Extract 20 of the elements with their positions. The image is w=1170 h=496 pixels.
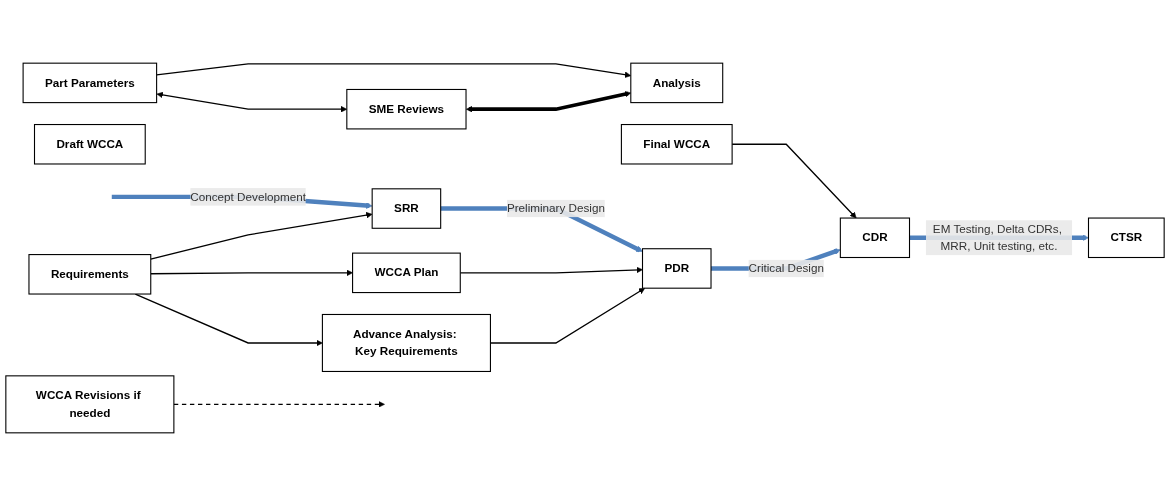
arrow [173,401,385,408]
node-box: Analysis [630,62,724,104]
node-box: SRR [371,188,442,229]
node-box: Advance Analysis: Key Requirements [321,313,491,373]
node-box: Final WCCA [620,124,733,165]
node-box: CTSR [1087,217,1165,259]
edge-label: EM Testing, Delta CDRs, MRR, Unit testing, etc. [932,222,1062,253]
arrow [150,212,373,260]
edge-label: Critical Design [748,261,824,275]
node-box: WCCA Plan [352,252,461,294]
edge-label: Preliminary Design [506,201,605,215]
node-box: Requirements [28,254,152,295]
node-box: CDR [839,217,911,259]
arrow [150,269,353,277]
node-box: WCCA Revisions if needed [5,375,175,434]
node-box: SME Reviews [346,88,467,130]
node-box: Draft WCCA [33,124,146,165]
node-box: Part Parameters [22,62,158,104]
node-box: PDR [641,248,712,289]
edge-label: Concept Development [190,190,306,203]
